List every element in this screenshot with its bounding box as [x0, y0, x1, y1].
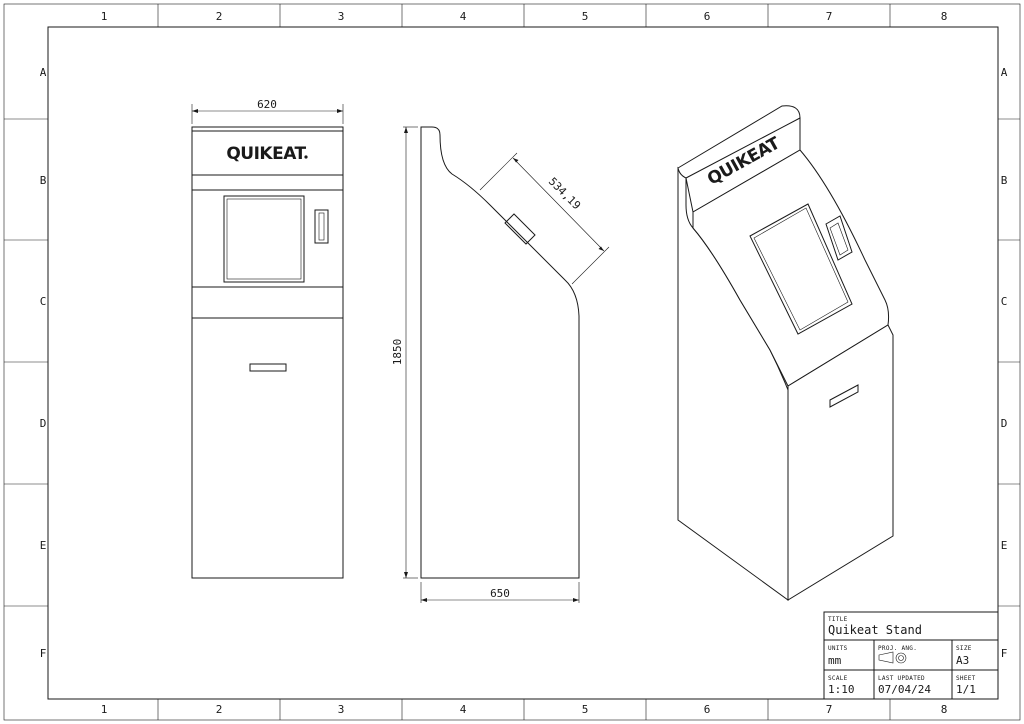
size-label: SIZE — [956, 645, 972, 652]
zone-row-e-left: E — [40, 539, 47, 552]
zone-labels-left: A B C D E F — [40, 66, 47, 660]
zone-row-f-right: F — [1001, 647, 1008, 660]
first-angle-projection-icon — [878, 651, 907, 664]
zone-col-5-bottom: 5 — [582, 703, 589, 716]
side-height-dimension: 1850 — [391, 339, 404, 366]
zone-labels-right: A B C D E F — [1001, 66, 1008, 660]
zone-labels-top: 1 2 3 4 5 6 7 8 — [101, 10, 948, 23]
zone-col-6-bottom: 6 — [704, 703, 711, 716]
zone-col-2-bottom: 2 — [216, 703, 223, 716]
front-receipt-slot — [249, 363, 287, 372]
iso-screen — [749, 203, 853, 335]
last-updated-label: LAST UPDATED — [878, 675, 925, 682]
scale-label: SCALE — [828, 675, 848, 682]
title-block: TITLE Quikeat Stand UNITS mm PROJ. ANG. … — [823, 611, 999, 700]
zone-col-8-bottom: 8 — [941, 703, 948, 716]
zone-col-1-top: 1 — [101, 10, 108, 23]
zone-row-c-left: C — [40, 295, 47, 308]
zone-col-4-bottom: 4 — [460, 703, 467, 716]
units-value: mm — [828, 654, 842, 667]
iso-card-reader — [825, 215, 853, 261]
sheet-value: 1/1 — [956, 683, 976, 696]
zone-col-6-top: 6 — [704, 10, 711, 23]
last-updated-value: 07/04/24 — [878, 683, 931, 696]
iso-receipt-slot — [829, 384, 859, 408]
title-label: TITLE — [828, 616, 848, 623]
projection-label: PROJ. ANG. — [878, 645, 917, 652]
iso-front-face — [787, 324, 894, 601]
zone-col-7-bottom: 7 — [826, 703, 833, 716]
zone-row-a-right: A — [1001, 66, 1008, 79]
zone-row-f-left: F — [40, 647, 47, 660]
zone-col-8-top: 8 — [941, 10, 948, 23]
zone-col-1-bottom: 1 — [101, 703, 108, 716]
front-logo: QUIKEAT — [226, 144, 306, 164]
side-view: 1850 650 534,19 — [391, 126, 610, 603]
side-depth-dimension: 650 — [490, 587, 510, 600]
front-width-dimension: 620 — [257, 98, 277, 111]
sheet-label: SHEET — [956, 675, 976, 682]
side-body-outline — [420, 126, 580, 579]
side-card-reader — [504, 213, 536, 245]
side-slope-dimension: 534,19 — [546, 175, 583, 212]
front-body-outline — [191, 126, 344, 579]
front-screen — [223, 195, 305, 283]
scale-value: 1:10 — [828, 683, 855, 696]
zone-row-b-right: B — [1001, 174, 1008, 187]
front-card-reader — [314, 209, 329, 244]
zone-ticks — [4, 4, 1020, 720]
zone-row-c-right: C — [1001, 295, 1008, 308]
zone-row-d-left: D — [40, 417, 47, 430]
zone-col-2-top: 2 — [216, 10, 223, 23]
zone-col-3-bottom: 3 — [338, 703, 345, 716]
zone-row-b-left: B — [40, 174, 47, 187]
zone-row-d-right: D — [1001, 417, 1008, 430]
zone-col-3-top: 3 — [338, 10, 345, 23]
zone-labels-bottom: 1 2 3 4 5 6 7 8 — [101, 703, 948, 716]
drawing-title: Quikeat Stand — [828, 623, 922, 637]
drawing-frame — [47, 26, 999, 700]
zone-col-4-top: 4 — [460, 10, 467, 23]
zone-row-e-right: E — [1001, 539, 1008, 552]
zone-row-a-left: A — [40, 66, 47, 79]
size-value: A3 — [956, 654, 969, 667]
front-view: QUIKEAT 620 — [191, 98, 344, 579]
isometric-view: QUIKEAT — [677, 105, 894, 601]
zone-col-5-top: 5 — [582, 10, 589, 23]
zone-col-7-top: 7 — [826, 10, 833, 23]
units-label: UNITS — [828, 645, 848, 652]
